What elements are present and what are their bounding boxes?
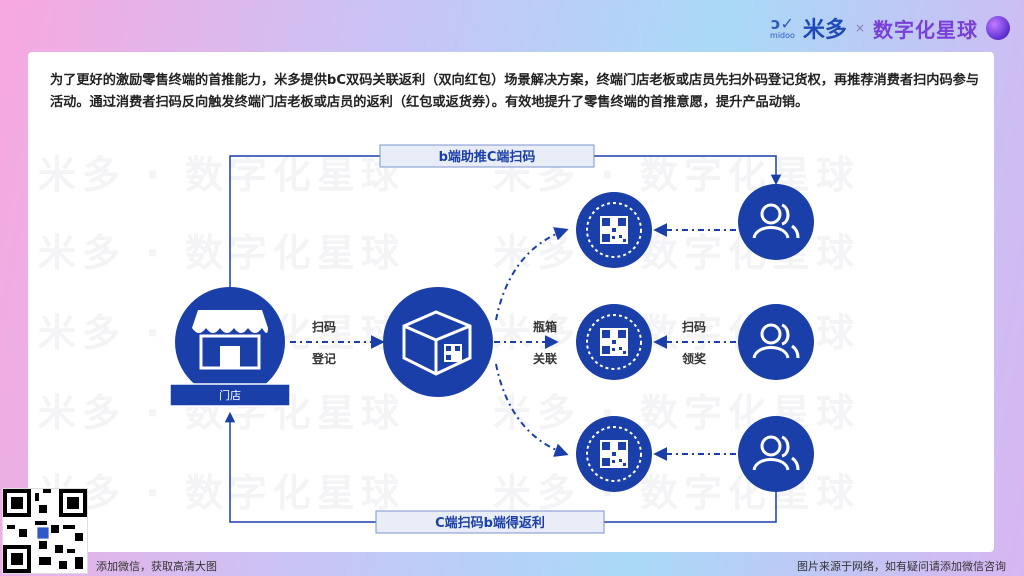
bottom-label: C端扫码b端得返利	[435, 515, 545, 531]
midoo-logo-sub: midoo	[770, 31, 795, 40]
qr-pattern-icon	[3, 489, 87, 573]
product-box-circle	[383, 287, 493, 397]
footer-right-note: 图片来源于网络，如有疑问请添加微信咨询	[797, 560, 1006, 573]
planet-icon	[986, 16, 1010, 40]
top-label: b端助推C端扫码	[439, 149, 536, 165]
box-qr-icon	[402, 310, 472, 376]
midoo-logo-icon: ↄ✓	[771, 14, 794, 33]
intro-paragraph: 为了更好的激励零售终端的首推能力，米多提供bC双码关联返利（双向红包）场景解决方…	[50, 73, 980, 110]
brand-name: 米多	[802, 18, 847, 43]
store-label: 门店	[219, 388, 241, 402]
top-label-box	[379, 144, 595, 168]
bottom-connector	[224, 411, 777, 523]
claim-prize-label: 领奖	[682, 351, 707, 366]
store-icon	[192, 310, 268, 370]
midoo-logo: ↄ✓ midoo	[770, 16, 795, 40]
store-circle	[175, 287, 285, 397]
brand-separator: ×	[854, 21, 865, 35]
scan-code-label: 扫码	[682, 319, 706, 334]
qr-code-badge	[575, 415, 653, 493]
bottle-label: 瓶箱	[533, 319, 557, 334]
scan-label: 扫码	[312, 319, 336, 334]
brand-header: ↄ✓ midoo 米多 × 数字化星球	[770, 10, 1010, 46]
brand-partner: 数字化星球	[873, 17, 978, 42]
consumer-group-icon	[736, 414, 816, 494]
store-node: 门店	[169, 287, 291, 407]
footer-left-note: 添加微信，获取高清大图	[96, 560, 217, 573]
wechat-qr-code	[2, 488, 88, 574]
consumer-group-icon	[736, 302, 816, 382]
bottom-label-box	[375, 510, 605, 534]
register-label: 登记	[311, 351, 336, 366]
store-label-box	[169, 383, 291, 407]
qr-code-badge	[575, 303, 653, 381]
box-to-top-arrow	[495, 227, 569, 321]
link-label: 关联	[533, 351, 557, 366]
qr-code-badge	[575, 191, 653, 269]
consumer-group-icon	[736, 182, 816, 262]
box-to-bottom-arrow	[495, 363, 569, 457]
product-box-node	[383, 287, 493, 397]
top-connector	[229, 155, 782, 290]
